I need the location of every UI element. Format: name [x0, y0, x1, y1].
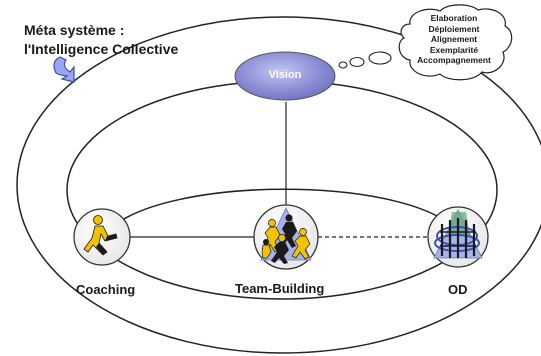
vision-ellipse	[234, 51, 336, 101]
title-line-2: l'Intelligence Collective	[24, 41, 179, 57]
thought-bubble	[338, 4, 513, 81]
vision-label: Vision	[268, 69, 302, 81]
group-runners-icon	[260, 207, 312, 264]
single-runner-icon	[83, 215, 118, 256]
organization-network-icon	[433, 209, 483, 259]
thought-item: Accompagnement	[417, 55, 491, 66]
thought-bubble-text: Elaboration Déploiement Alignement Exemp…	[403, 13, 505, 66]
outer-ellipse	[16, 16, 541, 354]
team-building-label: Team-Building	[235, 281, 325, 296]
od-label: OD	[448, 282, 468, 297]
thought-item: Elaboration	[430, 13, 478, 23]
thought-item: Déploiement	[428, 23, 480, 34]
title-line-1: Méta système :	[24, 22, 125, 38]
title-pointer-arrow	[53, 56, 75, 83]
team-building-node	[253, 204, 319, 270]
nodes-arc	[106, 188, 459, 233]
coaching-node	[73, 208, 131, 266]
coaching-label: Coaching	[76, 282, 136, 297]
od-node	[427, 206, 489, 268]
thought-item: Exemplarité	[429, 44, 479, 55]
thought-item: Alignement	[430, 34, 478, 45]
diagram-title: Méta système : l'Intelligence Collective	[24, 21, 178, 59]
